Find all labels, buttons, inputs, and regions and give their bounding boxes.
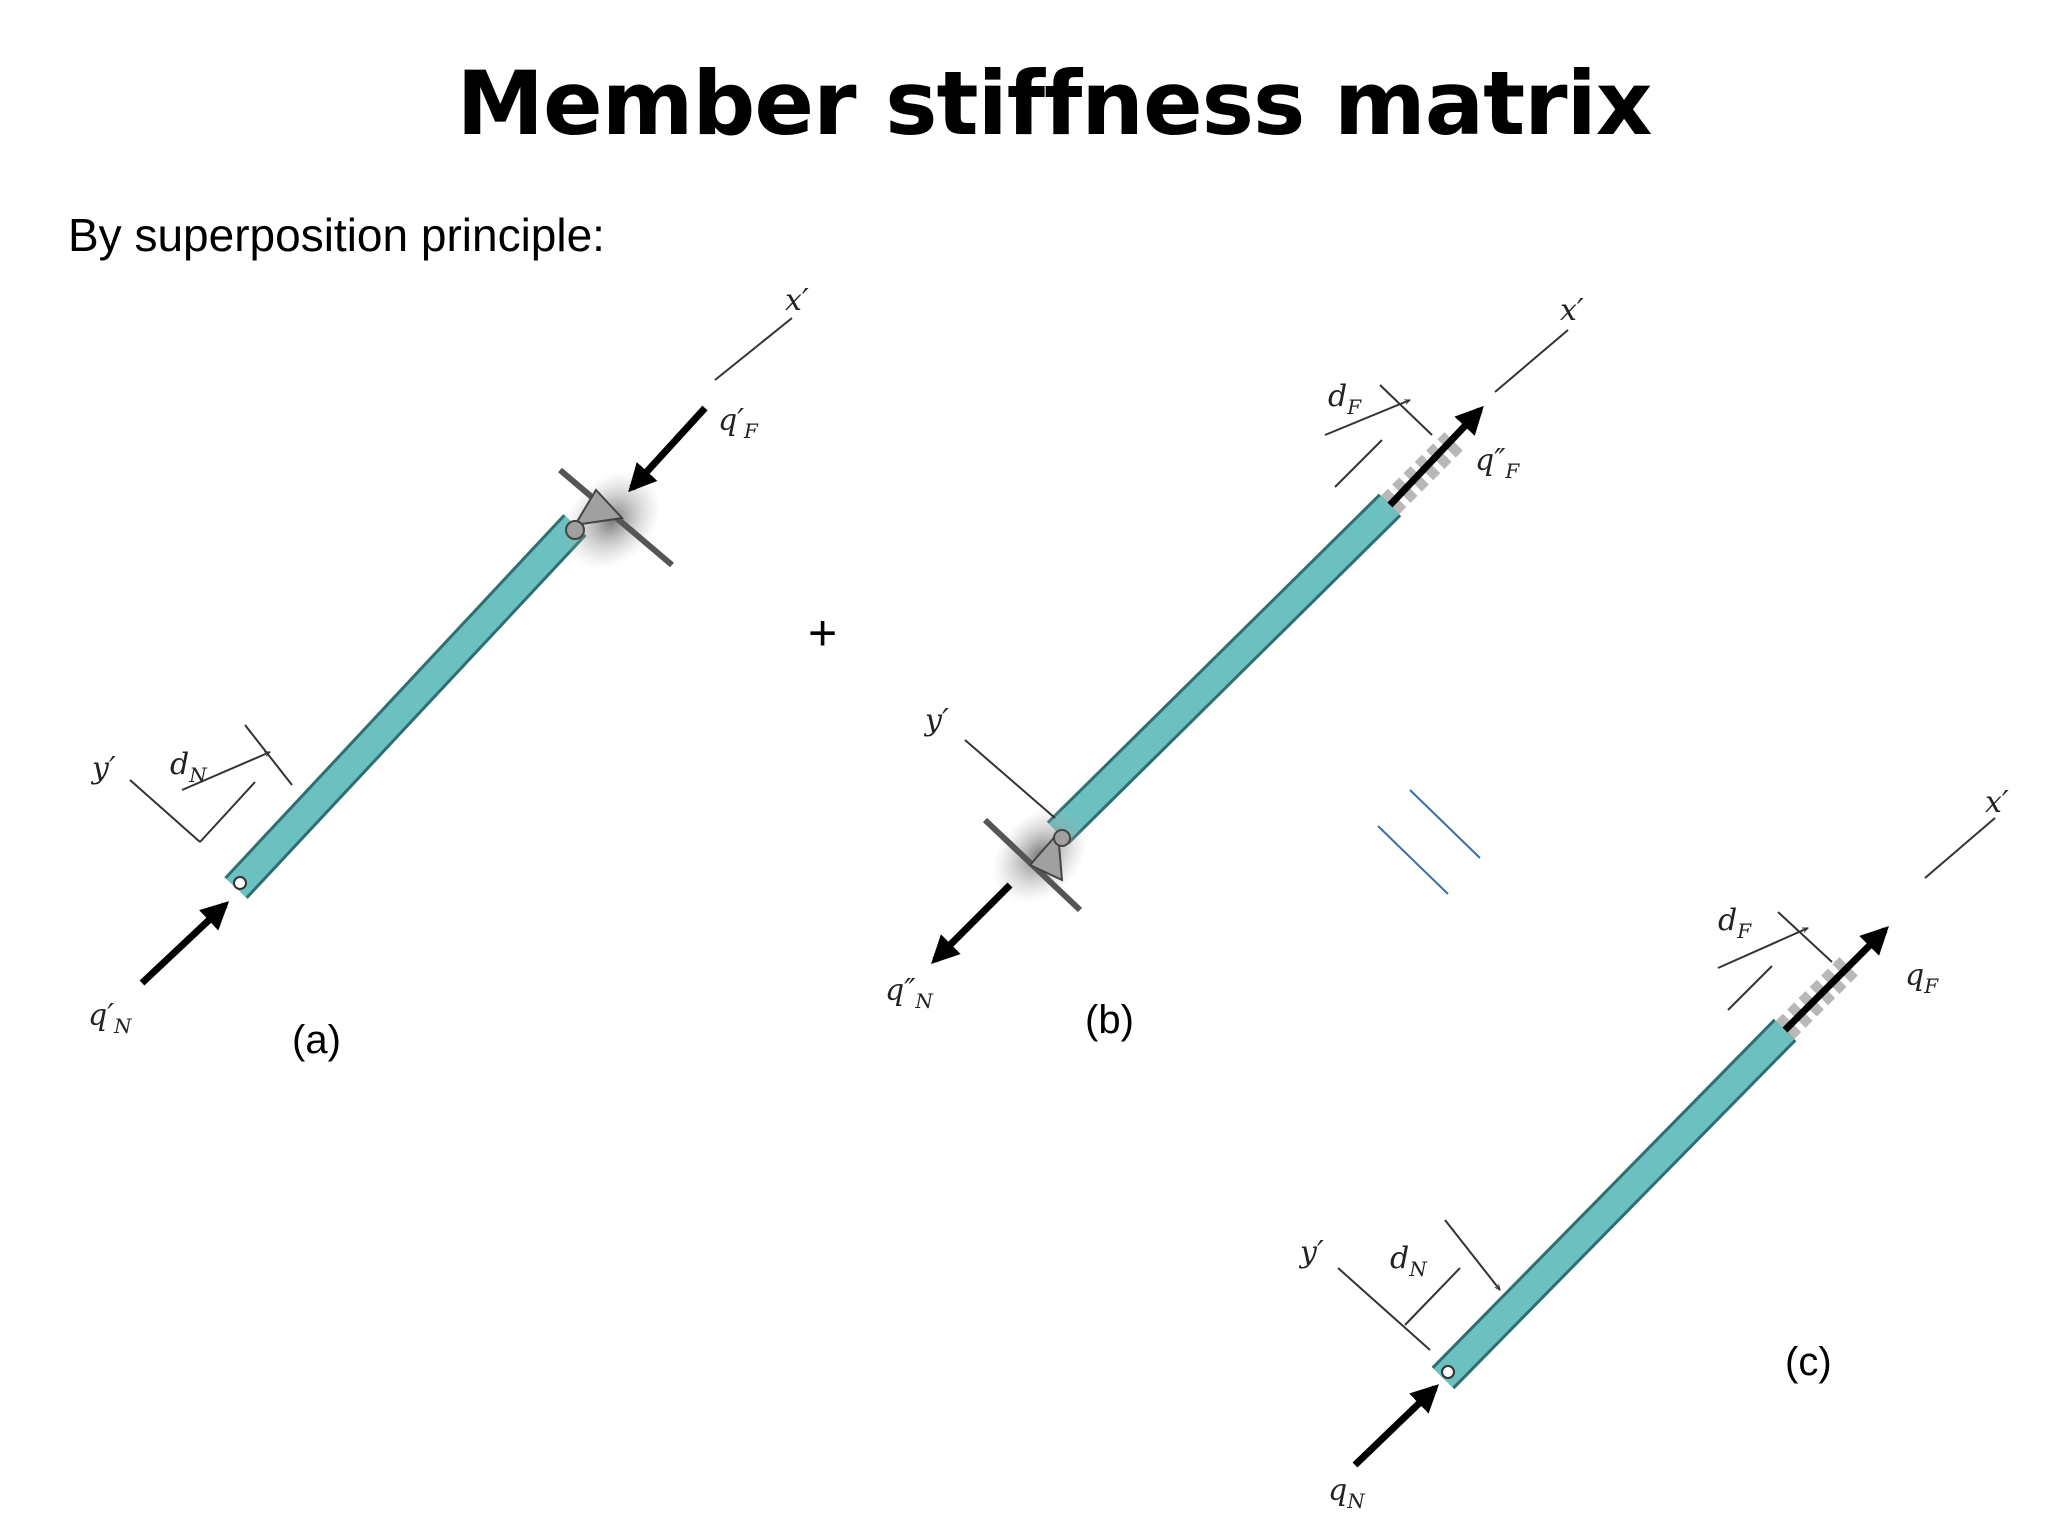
dim-ext-c3 <box>1777 911 1833 963</box>
figure-a: x′ q′F q′N y′ dN <box>88 283 809 1038</box>
dim-ext-a1 <box>199 781 256 843</box>
caption-b: (b) <box>1085 998 1134 1042</box>
plus-sign: + <box>808 605 838 661</box>
force-near-label-a: q′N <box>88 998 133 1038</box>
force-far-label-b: q″F <box>1475 443 1520 483</box>
y-axis-label-c: y′ <box>1298 1235 1324 1270</box>
dim-ext-c1 <box>1404 1267 1461 1326</box>
disp-far-label-c: dF <box>1718 903 1752 943</box>
x-axis-line-a <box>714 317 793 381</box>
member-b <box>1048 495 1400 843</box>
y-axis-line-c <box>1337 1267 1431 1351</box>
pin-near-b <box>1053 829 1071 847</box>
x-axis-line-b <box>1494 329 1569 393</box>
caption-a: (a) <box>292 1018 341 1062</box>
force-far-arrow-b <box>1387 405 1484 508</box>
slide-title: Member stiffness matrix <box>456 52 1652 155</box>
force-near-label-c: qN <box>1328 1473 1366 1513</box>
equals-line-1 <box>1409 789 1481 859</box>
equals-line-2 <box>1377 825 1449 895</box>
slide-subtitle: By superposition principle: <box>68 209 605 261</box>
x-axis-label-c: x′ <box>1985 785 2009 820</box>
member-a <box>226 516 585 897</box>
dim-far-c <box>1717 927 1808 969</box>
force-near-label-b: q″N <box>885 973 934 1013</box>
force-far-arrow-c <box>1782 926 1889 1033</box>
dim-near-c <box>1444 1219 1501 1290</box>
y-axis-label-b: y′ <box>923 703 949 738</box>
disp-far-label-b: dF <box>1328 379 1362 419</box>
force-near-arrow-a <box>139 901 230 986</box>
x-axis-line-c <box>1924 817 1996 879</box>
member-c <box>1433 1020 1795 1388</box>
pin-near-c <box>1441 1365 1455 1379</box>
force-far-arrow-a <box>628 405 708 493</box>
force-far-label-c: qF <box>1905 958 1939 998</box>
x-axis-label-b: x′ <box>1560 293 1584 328</box>
dim-ext-b1 <box>1334 439 1383 488</box>
disp-near-label-c: dN <box>1390 1241 1428 1281</box>
force-near-arrow-c <box>1352 1384 1440 1468</box>
force-far-label-a: q′F <box>718 403 759 443</box>
force-near-arrow-b <box>931 882 1013 964</box>
y-axis-line-a <box>129 779 201 843</box>
y-axis-label-a: y′ <box>90 751 116 786</box>
dim-ext-b2 <box>1379 384 1433 436</box>
pin-near-a <box>233 876 247 890</box>
figure-b: x′ q″F q″N y′ dF <box>885 293 1584 1013</box>
equals-sign <box>1377 789 1481 895</box>
dim-far-b <box>1324 399 1410 436</box>
disp-near-label-a: dN <box>170 747 208 787</box>
x-axis-label-a: x′ <box>785 283 809 318</box>
pin-far-a <box>565 520 585 540</box>
fixed-support-a <box>573 488 625 527</box>
caption-c: (c) <box>1785 1340 1832 1384</box>
dim-near-a <box>181 751 270 791</box>
fixed-support-b <box>1028 830 1064 882</box>
figure-c: x′ qF qN y′ dN dF <box>1298 785 2009 1513</box>
y-axis-line-b <box>964 739 1056 819</box>
dim-ext-a2 <box>244 724 293 786</box>
dim-ext-c2 <box>1727 965 1773 1011</box>
